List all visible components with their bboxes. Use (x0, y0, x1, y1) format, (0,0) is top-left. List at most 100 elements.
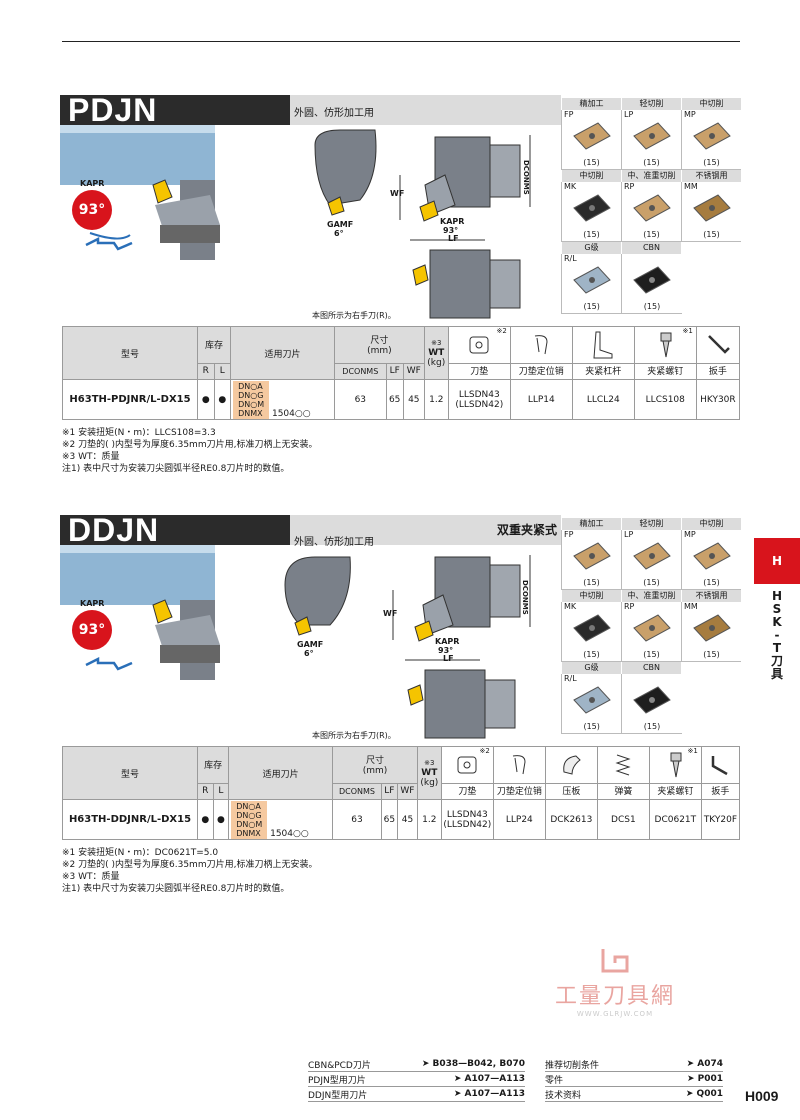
dconms-label: DCONMS (522, 160, 530, 195)
insert-cell: MM(15) (681, 602, 741, 662)
note-line: 注1) 表中尺寸为安装刀尖圆弧半径RE0.8刀片时的数值。 (62, 884, 290, 894)
lever-value: LLCL24 (571, 379, 635, 420)
wt-value: 1.2 (423, 379, 449, 420)
wf-label: WF (390, 189, 405, 198)
footer-ref-row[interactable]: 推荐切削条件➤ A074 (545, 1057, 723, 1072)
footer-ref-row[interactable]: 零件 ➤ P001 (545, 1072, 723, 1087)
insert-cell-empty (682, 674, 741, 734)
gamf-value: 6° (334, 229, 344, 238)
col-dconms: DCONMS (334, 362, 387, 381)
insert-cell: MK(15) (561, 182, 621, 242)
insert-qty: (15) (703, 650, 720, 659)
clamp-plate-icon (563, 755, 582, 775)
insert-cell: RP(15) (621, 182, 681, 242)
insert-header: 中切削 (561, 590, 621, 602)
watermark-name: 工量刀具網 (554, 984, 675, 1009)
dimension-drawing (284, 555, 531, 739)
col-wf: WF (402, 362, 425, 381)
insert-qty: (15) (583, 302, 600, 311)
section-title-ddjn: DDJN (60, 514, 290, 546)
insert-gold-icon (633, 122, 671, 150)
gamf-value: 6° (304, 649, 314, 658)
stock-l: ● (212, 799, 230, 840)
shim-code-alt: (LLSDN42) (443, 819, 492, 830)
dconms-value: 63 (334, 379, 387, 420)
insert-grid-pdjn: 精加工 轻切削 中切削 FP(15) LP(15) MP(15) 中切削 中、准… (561, 98, 741, 314)
footer-ref-page: ➤ P001 (686, 1074, 723, 1084)
chapter-label-char: - (774, 628, 780, 642)
footer-ref-label: 零件 (545, 1075, 564, 1086)
footer-ref-row[interactable]: CBN&PCD刀片➤ B038—B042, B070 (308, 1057, 525, 1072)
insert-size: 1504○○ (271, 408, 311, 419)
torx-wrench-icon (712, 756, 729, 776)
insert-row: R/L(15) (15) (561, 674, 741, 734)
insert-header-empty (681, 662, 741, 674)
insert-header-row: G级 CBN (561, 662, 741, 674)
part-note: ※2 (496, 327, 507, 335)
insert-cell: FP(15) (561, 530, 621, 590)
part-note: ※1 (682, 327, 693, 335)
insert-qty: (15) (583, 230, 600, 239)
part-col: 扳手 (695, 326, 741, 380)
watermark-logo-icon (601, 949, 629, 973)
insert-cell: R/L(15) (561, 254, 622, 314)
tool-illustration-ddjn: KAPR 93° (60, 545, 290, 745)
part-name: 刀垫 (441, 783, 493, 799)
footer-ref-label: 推荐切削条件 (545, 1060, 600, 1071)
part-name: 刀垫定位销 (510, 363, 572, 379)
angle-badge: 93° (72, 610, 112, 650)
part-col: 弹簧 (596, 746, 650, 800)
chapter-tab[interactable]: H (754, 538, 800, 584)
screw-value: DC0621T (648, 799, 702, 840)
insert-qty: (15) (643, 650, 660, 659)
insert-item: DN○A (236, 801, 261, 811)
insert-item: DN○A (238, 381, 263, 391)
shim-code-alt: (LLSDN42) (455, 399, 504, 410)
gamf-label: GAMF (297, 640, 324, 649)
footer-ref-page: ➤ A107—A113 (453, 1074, 525, 1084)
part-col: 压板 (544, 746, 598, 800)
insert-header: 不锈钢用 (681, 170, 741, 182)
part-name: 夹紧螺钉 (634, 363, 696, 379)
notes-pdjn: ※1 安装扭矩(N・m)：LLCS108=3.3 ※2 刀垫的( )内型号为厚度… (62, 427, 317, 475)
diagram-caption: 本图所示为右手刀(R)。 (312, 731, 396, 740)
insert-gold-icon (693, 542, 731, 570)
insert-code: RP (624, 182, 635, 191)
insert-dark-icon (573, 614, 611, 642)
pin-value: LLP14 (509, 379, 573, 420)
note-line: ※1 安装扭矩(N・m)：LLCS108=3.3 (62, 428, 216, 438)
insert-item: DN○M (238, 399, 265, 409)
insert-gold-icon (633, 194, 671, 222)
kapr-diagram-value: 93° (443, 226, 459, 235)
chapter-label-char: T (772, 641, 782, 655)
wt-label: WT (428, 348, 445, 358)
insert-code: LP (624, 110, 634, 119)
footer-ref-row[interactable]: 技术资料➤ Q001 (545, 1087, 723, 1102)
footer-ref-row[interactable]: DDJN型用刀片➤ A107—A113 (308, 1087, 525, 1102)
chapter-label-char: 刀 (770, 654, 783, 668)
clamp-lever-icon (593, 331, 613, 359)
watermark-url: WWW.GLRJW.COM (576, 1010, 654, 1018)
insert-qty: (15) (643, 302, 661, 311)
lf-value: 65 (380, 799, 399, 840)
footer-ref-label: CBN&PCD刀片 (308, 1060, 371, 1071)
plate-value: DCK2613 (544, 799, 598, 840)
col-lf: LF (380, 782, 399, 801)
part-name: 扳手 (696, 363, 739, 379)
insert-cell: (15) (621, 254, 682, 314)
insert-row: MK(15) RP(15) MM(15) (561, 602, 741, 662)
insert-item: DN○G (236, 810, 262, 820)
col-insert: 适用刀片 (228, 746, 334, 800)
part-name: 夹紧杠杆 (572, 363, 634, 379)
wf-label: WF (383, 609, 398, 618)
part-name: 夹紧螺钉 (649, 783, 701, 799)
note-line: ※2 刀垫的( )内型号为厚度6.35mm刀片用,标准刀柄上无安装。 (62, 440, 318, 450)
insert-gold-icon (693, 122, 731, 150)
insert-cbn-icon (633, 686, 672, 714)
dims-unit: (mm) (362, 766, 388, 777)
footer-ref-row[interactable]: PDJN型用刀片➤ A107—A113 (308, 1072, 525, 1087)
notes-ddjn: ※1 安装扭矩(N・m)：DC0621T=5.0 ※2 刀垫的( )内型号为厚度… (62, 847, 317, 895)
